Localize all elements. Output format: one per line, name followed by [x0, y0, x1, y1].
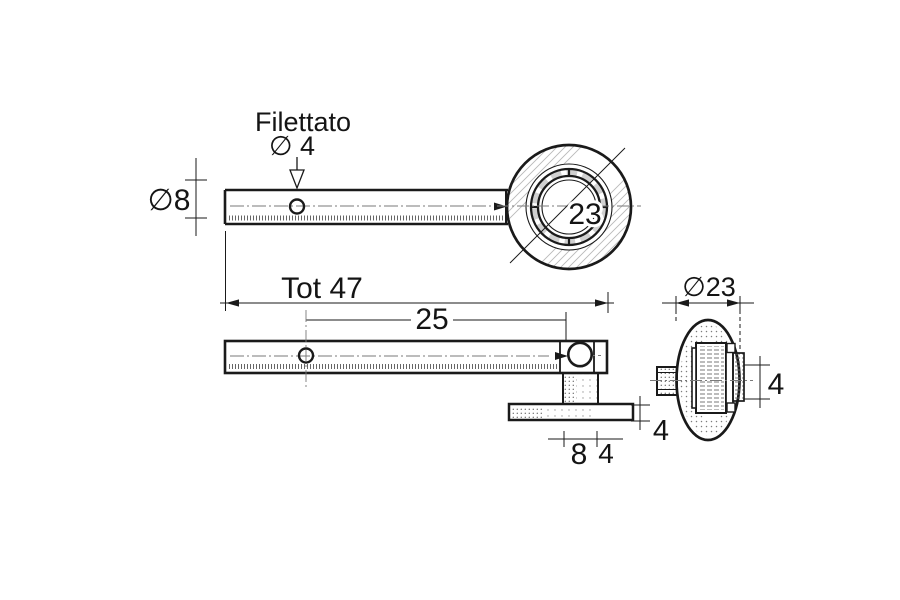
- dim-total-length-group: Tot 47: [220, 231, 614, 313]
- threaded-hole: [297, 347, 315, 364]
- dim-hole-spacing-group: 25: [306, 300, 567, 340]
- dim-stud-width: 8: [571, 438, 588, 471]
- dim-stud-offset: 4: [598, 438, 614, 469]
- thread-diameter-label: ∅ 4: [269, 131, 315, 161]
- dim-plate-thickness: 4: [653, 415, 669, 447]
- dim-hub-thickness: 4: [768, 368, 785, 401]
- hub: [691, 342, 745, 414]
- dim-plate-thickness-group: 4: [631, 396, 669, 447]
- segment-dividers: [530, 168, 608, 246]
- centerline-arrow-icon: [555, 352, 568, 360]
- threaded-hole: [288, 198, 306, 215]
- dim-side-diameter: ∅23: [682, 272, 736, 302]
- disc-hatching: [507, 145, 631, 269]
- dim-bar-diameter-group: ∅8: [148, 158, 207, 236]
- centerline-arrow-icon: [494, 202, 507, 211]
- front-view: Filettato ∅ 4: [148, 107, 641, 271]
- dim-disc-diameter: 23: [568, 198, 601, 231]
- dim-bar-diameter: ∅8: [148, 184, 191, 217]
- pivot-hole: [566, 341, 593, 368]
- plan-bar: [223, 310, 609, 388]
- diameter-leader-line: [509, 147, 626, 264]
- side-view: ∅23 4: [650, 272, 784, 442]
- dim-side-diameter-group: ∅23: [662, 272, 754, 352]
- bearing-disc: 23: [497, 143, 641, 271]
- thread-arrow-icon: [289, 157, 305, 190]
- dim-hub-thickness-group: 4: [744, 356, 784, 408]
- front-bar: [223, 188, 508, 226]
- dim-total-length: Tot 47: [281, 272, 363, 305]
- thread-note-label: Filettato: [255, 107, 351, 137]
- dim-hole-spacing: 25: [415, 303, 448, 336]
- stud-and-plate: [507, 373, 635, 422]
- side-bar-stub: [656, 366, 678, 396]
- plan-view: Tot 47 25: [220, 231, 669, 471]
- dim-stud-group: 8 4: [548, 431, 623, 471]
